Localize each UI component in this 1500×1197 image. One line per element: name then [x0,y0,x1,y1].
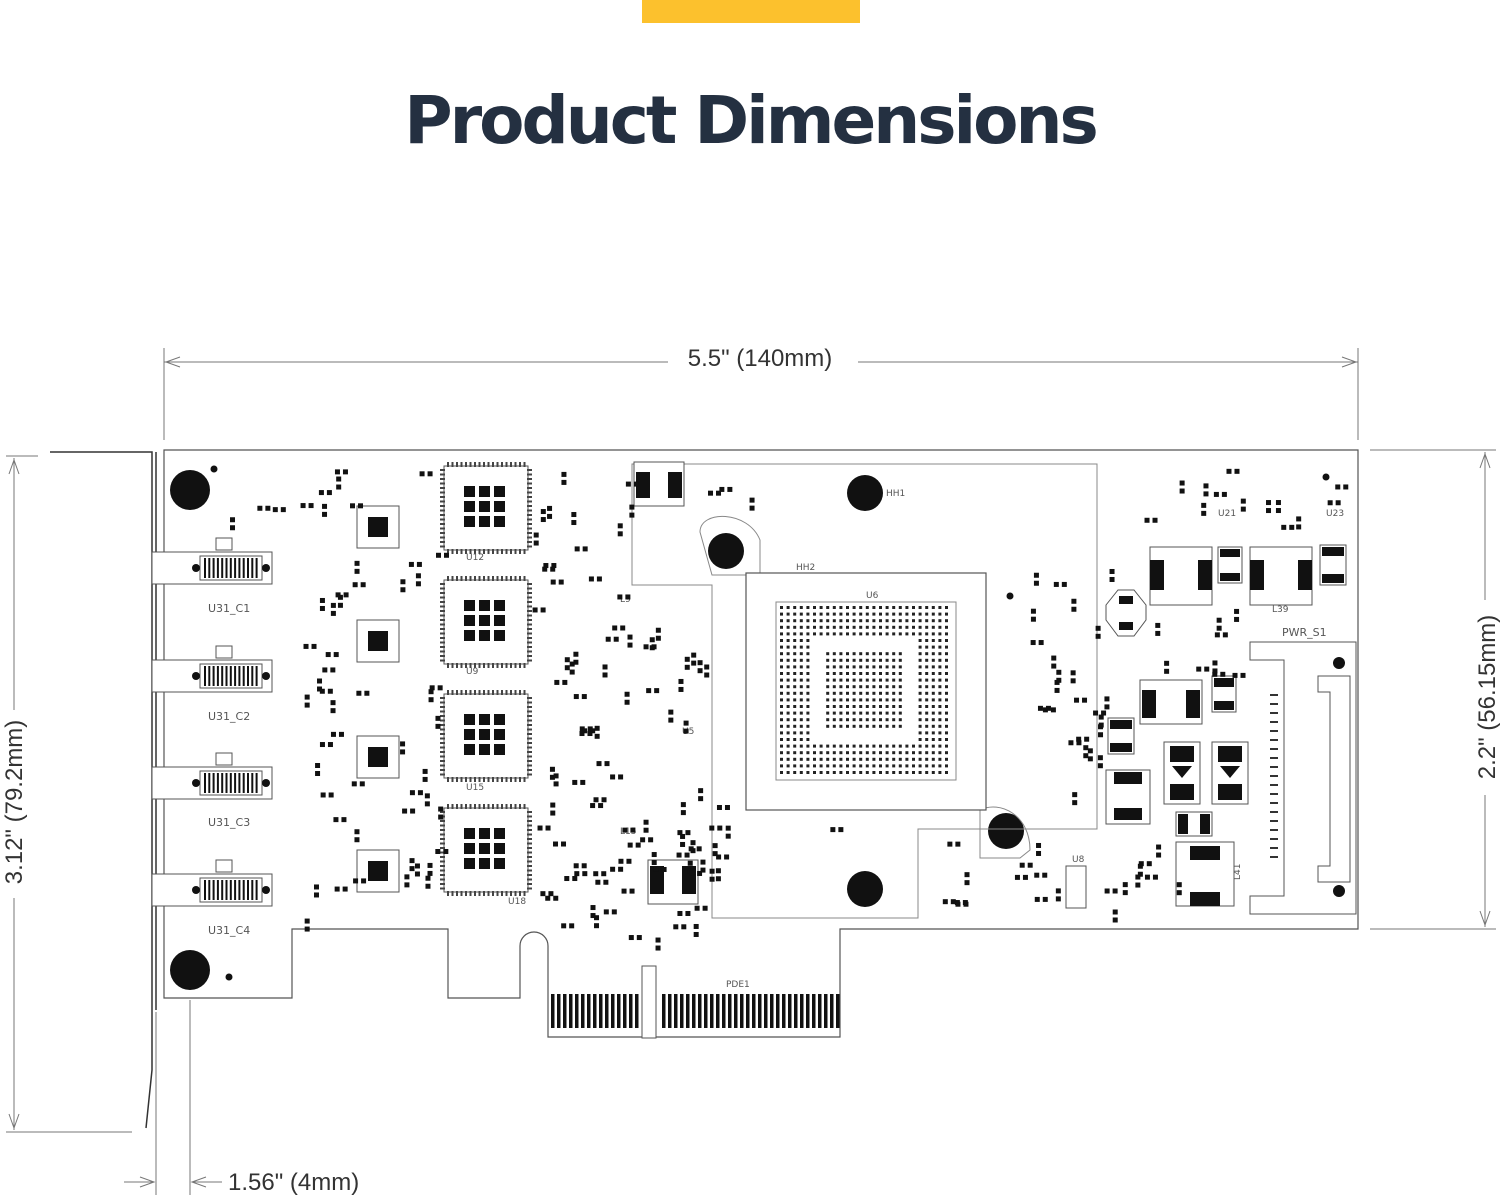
port-label-3: U31_C3 [208,816,250,829]
page-title: Product Dimensions [404,82,1099,159]
power-components [633,461,1347,909]
bracket-height-dimension [6,455,132,1133]
controller-chips [440,462,532,896]
passive-components [230,468,1349,951]
mount-holes [170,465,1330,990]
misc-label-4: L39 [1272,605,1289,615]
bracket-height-label: 3.12" (79.2mm) [1,720,28,885]
port-label-1: U31_C1 [208,602,250,615]
small-ics [356,505,400,893]
card-height-dimension [1370,449,1496,930]
misc-label-6: L9 [620,595,631,605]
power-connector-label: PWR_S1 [1282,626,1327,639]
misc-label-3: U23 [1326,509,1344,519]
card-height-label: 2.2" (56.15mm) [1474,615,1500,780]
thickness-dimension [124,1000,222,1195]
pcie-edge-label: PDE1 [726,980,750,990]
chip-label-2: U9 [466,667,479,677]
voltage-reg-label: U8 [1072,855,1085,865]
chip-label-4: U18 [508,897,526,907]
pcie-edge-connector [551,994,840,1028]
port-label-2: U31_C2 [208,710,250,723]
power-connector [1249,641,1357,915]
main-chip [745,572,987,811]
misc-label-2: U21 [1218,509,1236,519]
chip-label-1: U12 [466,553,484,563]
chip-label-3: U15 [466,783,484,793]
main-chip-label: U6 [866,591,879,601]
misc-label-7: L15 [620,827,636,837]
accent-bar [642,0,860,23]
port-connectors [151,537,273,907]
width-label: 5.5" (140mm) [688,345,833,372]
width-dimension [163,348,1359,440]
mount-hole-label: HH1 [886,489,905,499]
heatsink-region [631,463,1098,919]
misc-label-5: L41 [1233,864,1243,880]
mounting-bracket [50,451,157,1129]
heatsink-label: HH2 [796,563,815,573]
thickness-label: 1.56" (4mm) [228,1169,359,1196]
port-label-4: U31_C4 [208,924,250,937]
